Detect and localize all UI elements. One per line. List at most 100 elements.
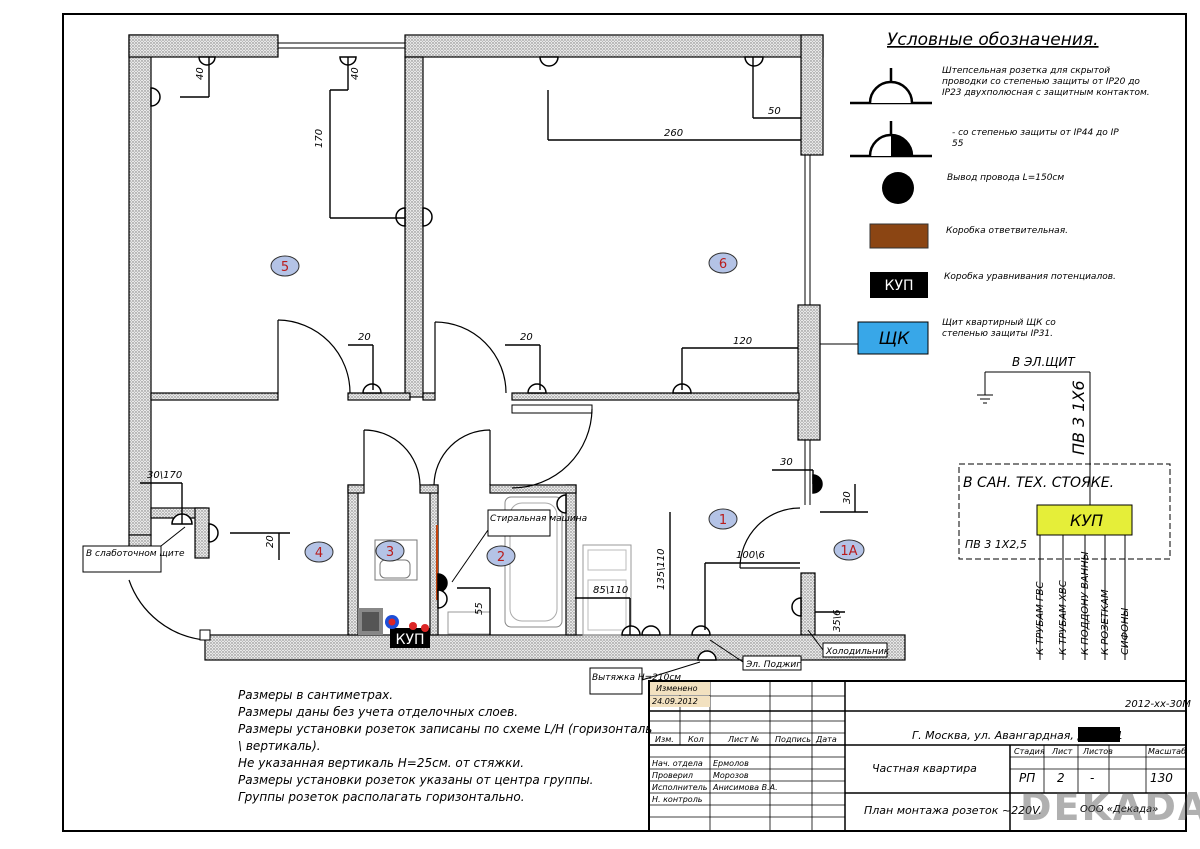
stamp-col-header: Лист № xyxy=(727,735,759,744)
note-item: Размеры установки розеток указаны от цен… xyxy=(238,773,594,787)
stamp-role: Н. контроль xyxy=(652,795,703,804)
riser-branch: СИФОНЫ xyxy=(1120,608,1131,655)
stamp-object: Частная квартира xyxy=(872,762,977,775)
stamp-sheet-title: План монтажа розеток ~220V. xyxy=(864,804,1042,817)
dim-label: 30 xyxy=(780,457,793,468)
dim-label: 30\170 xyxy=(147,470,182,481)
stamp-sheets: - xyxy=(1090,771,1094,785)
stamp-col-header: Подпись xyxy=(775,735,811,744)
socket-icon xyxy=(208,523,219,543)
legend-socket-ip20: Штепсельная розетка для скрытой проводки… xyxy=(942,66,1150,98)
kup-label: КУП xyxy=(396,632,425,648)
note-item: Размеры даны без учета отделочных слоев. xyxy=(238,705,519,719)
washing-machine-label: Стиральная машина xyxy=(490,514,587,524)
note-item: Группы розеток располагать горизонтально… xyxy=(238,790,525,804)
dim-label: 20 xyxy=(520,332,533,343)
dim-label: 20 xyxy=(358,332,371,343)
stamp-name: Морозов xyxy=(713,771,749,780)
fridge-label: Холодильник xyxy=(825,647,890,657)
room-markers xyxy=(270,252,865,567)
room-label: 5 xyxy=(281,260,289,275)
room-label: 4 xyxy=(315,546,323,561)
sockets xyxy=(150,56,823,661)
dim-label: 35\6 xyxy=(832,610,843,632)
socket-icon xyxy=(150,87,161,107)
room-label: 2 xyxy=(497,550,505,565)
stamp-col-header: Кол xyxy=(688,735,704,744)
stamp-scale: 130 xyxy=(1150,771,1173,785)
stamp-code: 2012-хх-30М xyxy=(1125,699,1191,710)
riser-branch: К РОЗЕТКАМ xyxy=(1100,589,1111,655)
stamp-role: Исполнитель xyxy=(652,783,708,792)
socket-icon xyxy=(437,589,448,609)
riser-kup-label: КУП xyxy=(1070,511,1103,530)
riser-branch: К ТРУБАМ ХВС xyxy=(1058,580,1069,655)
socket-icon xyxy=(539,56,559,67)
shk-icon xyxy=(857,321,929,355)
riser-diagram xyxy=(958,371,1171,660)
legend-kup-desc: Коробка уравнивания потенциалов. xyxy=(944,272,1116,282)
weak-current-label: В слаботочном щите xyxy=(86,549,185,559)
room-label: 6 xyxy=(719,257,727,272)
stamp-changed: Изменено xyxy=(656,684,698,693)
dim-label: 50 xyxy=(768,106,781,117)
stamp-col-header: Изм. xyxy=(655,735,674,744)
stamp-stage: РП xyxy=(1019,771,1035,785)
redacted-block xyxy=(1078,727,1120,742)
note-item: Размеры установки розеток записаны по сх… xyxy=(238,722,653,753)
dim-label: 135\110 xyxy=(656,548,667,590)
dim-label: 20 xyxy=(265,535,276,548)
stamp-sheet: 2 xyxy=(1057,771,1065,785)
general-notes: Размеры в сантиметрах. Размеры даны без … xyxy=(238,687,658,806)
ignition-label: Эл. Поджиг xyxy=(745,660,801,670)
riser-cable-main: ПВ 3 1Х6 xyxy=(1069,380,1088,455)
riser-branch: К ПОДДОНУ ВАННЫ xyxy=(1080,551,1091,655)
socket-ip44-icon xyxy=(437,573,448,593)
watermark: DEKADA xyxy=(1020,785,1200,829)
legend-kup-label: КУП xyxy=(885,278,914,294)
stamp-name: Анисимова В.А. xyxy=(712,783,778,792)
legend-wire-outlet: Вывод провода L=150см xyxy=(947,173,1065,183)
stamp-sheets-header: Листов xyxy=(1082,747,1113,756)
riser-branch: К ТРУБАМ ГВС xyxy=(1035,582,1046,655)
room-label: 1A xyxy=(840,544,857,559)
socket-icon xyxy=(691,625,711,636)
doors xyxy=(128,319,801,641)
stamp-changed-date: 24.09.2012 xyxy=(652,697,698,706)
note-item: Не указанная вертикаль H=25см. от стяжки… xyxy=(238,756,525,770)
stamp-role: Нач. отдела xyxy=(652,759,703,768)
socket-icon xyxy=(527,383,547,394)
socket-icon xyxy=(621,625,641,636)
legend-shk-desc: Щит квартирный ЩК со степенью защиты IP3… xyxy=(942,318,1056,339)
socket-icon xyxy=(198,56,216,66)
junction-box-icon xyxy=(869,223,929,249)
stamp-col-header: Дата xyxy=(815,735,837,744)
kup-icon xyxy=(870,272,928,298)
dim-label: 40 xyxy=(350,67,361,80)
dim-label: 100\6 xyxy=(736,550,765,561)
socket-icon xyxy=(362,383,382,394)
legend: Условные обозначения. xyxy=(850,30,1099,355)
wire-outlet-icon xyxy=(882,172,914,204)
stamp-sheet-header: Лист xyxy=(1051,747,1073,756)
stamp-address: Г. Москва, ул. Авангардная, д.9, к. 1 xyxy=(912,729,1123,742)
room-label: 1 xyxy=(719,513,727,528)
socket-icon xyxy=(641,625,661,636)
room-label: 3 xyxy=(386,545,394,560)
plan-callouts xyxy=(82,509,888,695)
socket-icon xyxy=(791,597,802,617)
stamp-role: Проверил xyxy=(652,771,693,780)
riser-kup-box xyxy=(1036,504,1133,536)
dim-label: 40 xyxy=(195,67,206,80)
dim-label: 120 xyxy=(733,336,752,347)
legend-socket-ip44: - со степенью защиты от IP44 до IP 55 xyxy=(952,128,1119,149)
to-panel-label: В ЭЛ.ЩИТ xyxy=(1012,355,1076,369)
socket-icon xyxy=(422,207,433,227)
socket-icon xyxy=(744,56,764,67)
dim-label: 170 xyxy=(314,129,325,148)
dimension-lines xyxy=(140,57,868,635)
stamp-name: Ермолов xyxy=(713,759,749,768)
legend-title: Условные обозначения. xyxy=(887,30,1099,50)
note-item: Размеры в сантиметрах. xyxy=(238,688,394,702)
